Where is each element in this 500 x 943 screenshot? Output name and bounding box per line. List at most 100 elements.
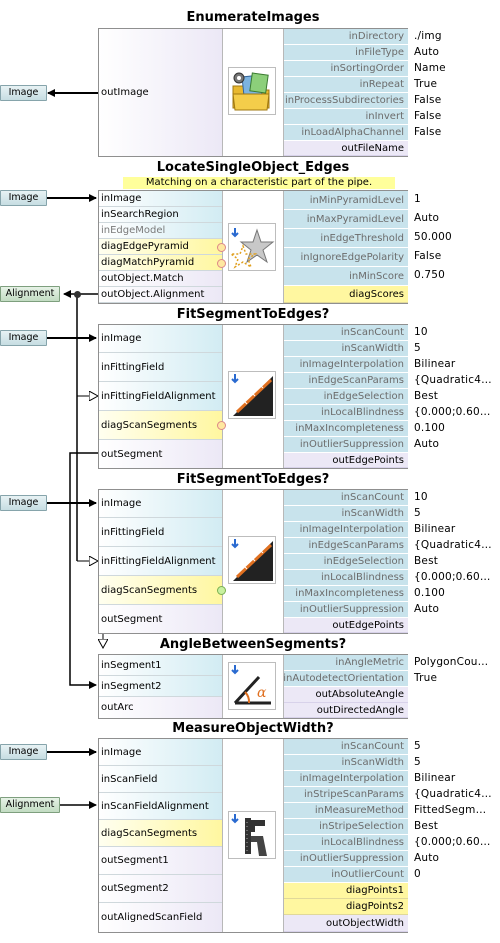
diag-match-pyramid-port[interactable]: diagMatchPyramid <box>99 255 222 271</box>
param-in-scan-width[interactable]: inScanWidth <box>284 755 408 771</box>
out-image-port[interactable]: outImage <box>99 29 222 156</box>
in-search-region-port[interactable]: inSearchRegion <box>99 207 222 223</box>
param-in-min-pyramid-level[interactable]: inMinPyramidLevel <box>284 191 408 210</box>
param-in-stripe-scan-params[interactable]: inStripeScanParams <box>284 787 408 803</box>
in-scan-field-port[interactable]: inScanField <box>99 766 222 793</box>
param-in-load-alpha-channel[interactable]: inLoadAlphaChannel <box>284 125 408 141</box>
param-in-min-score[interactable]: inMinScore <box>284 267 408 286</box>
external-input-image[interactable]: Image <box>0 744 47 760</box>
param-in-edge-scan-params[interactable]: inEdgeScanParams <box>284 538 408 554</box>
value-in-edge-scan-params[interactable]: {Quadratic4… <box>414 374 492 386</box>
out-object-width-port[interactable]: outObjectWidth <box>284 915 408 932</box>
diag-scan-segments-port[interactable]: diagScanSegments <box>99 411 222 440</box>
value-in-outlier-suppression[interactable]: Auto <box>414 603 440 615</box>
param-in-scan-count[interactable]: inScanCount <box>284 325 408 341</box>
out-segment-port[interactable]: outSegment <box>99 605 222 633</box>
in-segment2-port[interactable]: inSegment2 <box>99 676 222 697</box>
out-segment1-port[interactable]: outSegment1 <box>99 847 222 875</box>
diag-scan-segments-port[interactable]: diagScanSegments <box>99 820 222 847</box>
param-in-max-incompleteness[interactable]: inMaxIncompleteness <box>284 421 408 437</box>
param-in-max-pyramid-level[interactable]: inMaxPyramidLevel <box>284 210 408 229</box>
value-in-max-incompleteness[interactable]: 0.100 <box>414 422 446 434</box>
param-in-scan-width[interactable]: inScanWidth <box>284 506 408 522</box>
out-edge-points-port[interactable]: outEdgePoints <box>284 618 408 633</box>
value-in-invert[interactable]: False <box>414 110 442 122</box>
value-in-image-interpolation[interactable]: Bilinear <box>414 772 456 784</box>
value-in-stripe-scan-params[interactable]: {Quadratic4… <box>414 788 492 800</box>
param-in-invert[interactable]: inInvert <box>284 109 408 125</box>
param-in-repeat[interactable]: inRepeat <box>284 77 408 93</box>
value-in-local-blindness[interactable]: {0.000;0.60… <box>414 406 491 418</box>
param-in-scan-width[interactable]: inScanWidth <box>284 341 408 357</box>
value-in-scan-width[interactable]: 5 <box>414 507 421 519</box>
param-in-edge-selection[interactable]: inEdgeSelection <box>284 389 408 405</box>
param-in-max-incompleteness[interactable]: inMaxIncompleteness <box>284 586 408 602</box>
in-fitting-field-port[interactable]: inFittingField <box>99 353 222 382</box>
param-in-edge-threshold[interactable]: inEdgeThreshold <box>284 229 408 248</box>
param-in-ignore-edge-polarity[interactable]: inIgnoreEdgePolarity <box>284 248 408 267</box>
value-in-scan-count[interactable]: 10 <box>414 491 428 503</box>
value-in-max-incompleteness[interactable]: 0.100 <box>414 587 446 599</box>
value-in-image-interpolation[interactable]: Bilinear <box>414 358 456 370</box>
value-in-scan-width[interactable]: 5 <box>414 342 421 354</box>
in-edge-model-port[interactable]: inEdgeModel <box>99 223 222 239</box>
param-in-outlier-count[interactable]: inOutlierCount <box>284 867 408 883</box>
value-in-max-pyramid-level[interactable]: Auto <box>414 212 440 224</box>
param-in-outlier-suppression[interactable]: inOutlierSuppression <box>284 437 408 453</box>
value-in-measure-method[interactable]: FittedSegm… <box>414 804 487 816</box>
value-in-process-subdirectories[interactable]: False <box>414 94 442 106</box>
external-input-image[interactable]: Image <box>0 330 47 346</box>
external-output-image[interactable]: Image <box>0 85 47 101</box>
filter-measure-object-width[interactable]: inImage inScanField inScanFieldAlignment… <box>98 738 408 933</box>
param-in-stripe-selection[interactable]: inStripeSelection <box>284 819 408 835</box>
param-in-process-subdirectories[interactable]: inProcessSubdirectories <box>284 93 408 109</box>
out-segment2-port[interactable]: outSegment2 <box>99 875 222 903</box>
filter-enumerate-images[interactable]: outImage inDirectory inFileType inSortin… <box>98 28 408 157</box>
value-in-angle-metric[interactable]: PolygonCou… <box>414 656 489 668</box>
value-in-local-blindness[interactable]: {0.000;0.60… <box>414 571 491 583</box>
param-in-file-type[interactable]: inFileType <box>284 45 408 61</box>
value-in-repeat[interactable]: True <box>414 78 438 90</box>
filter-fit-segment-to-edges-1[interactable]: inImage inFittingField inFittingFieldAli… <box>98 324 408 469</box>
out-object-alignment-port[interactable]: outObject.Alignment <box>99 287 222 303</box>
out-object-match-port[interactable]: outObject.Match <box>99 271 222 287</box>
diag-edge-pyramid-port[interactable]: diagEdgePyramid <box>99 239 222 255</box>
diag-points1-port[interactable]: diagPoints1 <box>284 883 408 899</box>
value-in-load-alpha-channel[interactable]: False <box>414 126 442 138</box>
diag-scan-segments-port[interactable]: diagScanSegments <box>99 576 222 605</box>
param-in-outlier-suppression[interactable]: inOutlierSuppression <box>284 851 408 867</box>
param-in-scan-count[interactable]: inScanCount <box>284 490 408 506</box>
in-scan-field-alignment-port[interactable]: inScanFieldAlignment <box>99 793 222 820</box>
param-in-sorting-order[interactable]: inSortingOrder <box>284 61 408 77</box>
param-in-local-blindness[interactable]: inLocalBlindness <box>284 570 408 586</box>
value-in-outlier-suppression[interactable]: Auto <box>414 852 440 864</box>
value-in-image-interpolation[interactable]: Bilinear <box>414 523 456 535</box>
out-directed-angle-port[interactable]: outDirectedAngle <box>284 703 408 718</box>
in-fitting-field-alignment-port[interactable]: inFittingFieldAlignment <box>99 547 222 576</box>
in-segment1-port[interactable]: inSegment1 <box>99 655 222 676</box>
param-in-measure-method[interactable]: inMeasureMethod <box>284 803 408 819</box>
diag-points2-port[interactable]: diagPoints2 <box>284 899 408 915</box>
param-in-image-interpolation[interactable]: inImageInterpolation <box>284 357 408 373</box>
value-in-edge-selection[interactable]: Best <box>414 390 439 402</box>
param-in-edge-selection[interactable]: inEdgeSelection <box>284 554 408 570</box>
value-in-stripe-selection[interactable]: Best <box>414 820 439 832</box>
value-in-autodetect-orientation[interactable]: True <box>414 672 438 684</box>
in-image-port[interactable]: inImage <box>99 325 222 353</box>
value-in-local-blindness[interactable]: {0.000;0.60… <box>414 836 491 848</box>
filter-angle-between-segments[interactable]: inSegment1 inSegment2 outArc α inAngleMe… <box>98 654 408 719</box>
filter-locate-single-object-edges[interactable]: inImage inSearchRegion inEdgeModel diagE… <box>98 190 408 304</box>
value-in-edge-selection[interactable]: Best <box>414 555 439 567</box>
value-in-file-type[interactable]: Auto <box>414 46 440 58</box>
param-in-directory[interactable]: inDirectory <box>284 29 408 45</box>
out-arc-port[interactable]: outArc <box>99 697 222 718</box>
param-in-autodetect-orientation[interactable]: inAutodetectOrientation <box>284 671 408 687</box>
filter-fit-segment-to-edges-2[interactable]: inImage inFittingField inFittingFieldAli… <box>98 489 408 634</box>
diag-scores-port[interactable]: diagScores <box>284 286 408 303</box>
in-image-port[interactable]: inImage <box>99 490 222 518</box>
value-in-ignore-edge-polarity[interactable]: False <box>414 250 442 262</box>
value-in-scan-width[interactable]: 5 <box>414 756 421 768</box>
out-edge-points-port[interactable]: outEdgePoints <box>284 453 408 468</box>
external-input-image[interactable]: Image <box>0 190 47 206</box>
value-in-min-score[interactable]: 0.750 <box>414 269 446 281</box>
